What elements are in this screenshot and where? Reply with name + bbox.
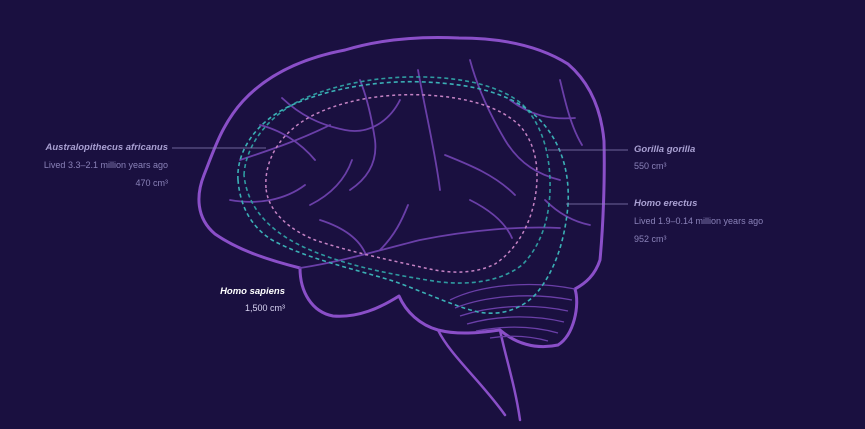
leader-lines <box>172 147 628 205</box>
australopithecus-lived: Lived 3.3–2.1 million years ago <box>43 160 168 170</box>
gorilla-volume: 550 cm³ <box>634 161 667 171</box>
gorilla-name: Gorilla gorilla <box>634 144 696 155</box>
brain-stem <box>436 328 522 422</box>
gorilla-outline <box>243 76 551 284</box>
australopithecus-name: Australopithecus africanus <box>45 142 168 153</box>
sapiens-brain-outline <box>197 36 606 349</box>
cerebellum <box>449 283 576 342</box>
sapiens-label: Homo sapiens 1,500 cm³ <box>220 286 285 313</box>
erectus-lived: Lived 1.9–0.14 million years ago <box>634 216 764 226</box>
brain-sulci <box>229 59 591 269</box>
sapiens-volume: 1,500 cm³ <box>244 303 285 313</box>
erectus-volume: 952 cm³ <box>634 234 667 244</box>
erectus-name: Homo erectus <box>634 198 698 209</box>
sapiens-name: Homo sapiens <box>220 286 285 297</box>
erectus-label: Homo erectus Lived 1.9–0.14 million year… <box>634 198 763 244</box>
erectus-outline <box>237 80 570 314</box>
australopithecus-outline <box>265 93 538 273</box>
australopithecus-label: Australopithecus africanus Lived 3.3–2.1… <box>44 142 168 188</box>
australopithecus-volume: 470 cm³ <box>135 178 168 188</box>
gorilla-label: Gorilla gorilla 550 cm³ <box>634 144 695 171</box>
